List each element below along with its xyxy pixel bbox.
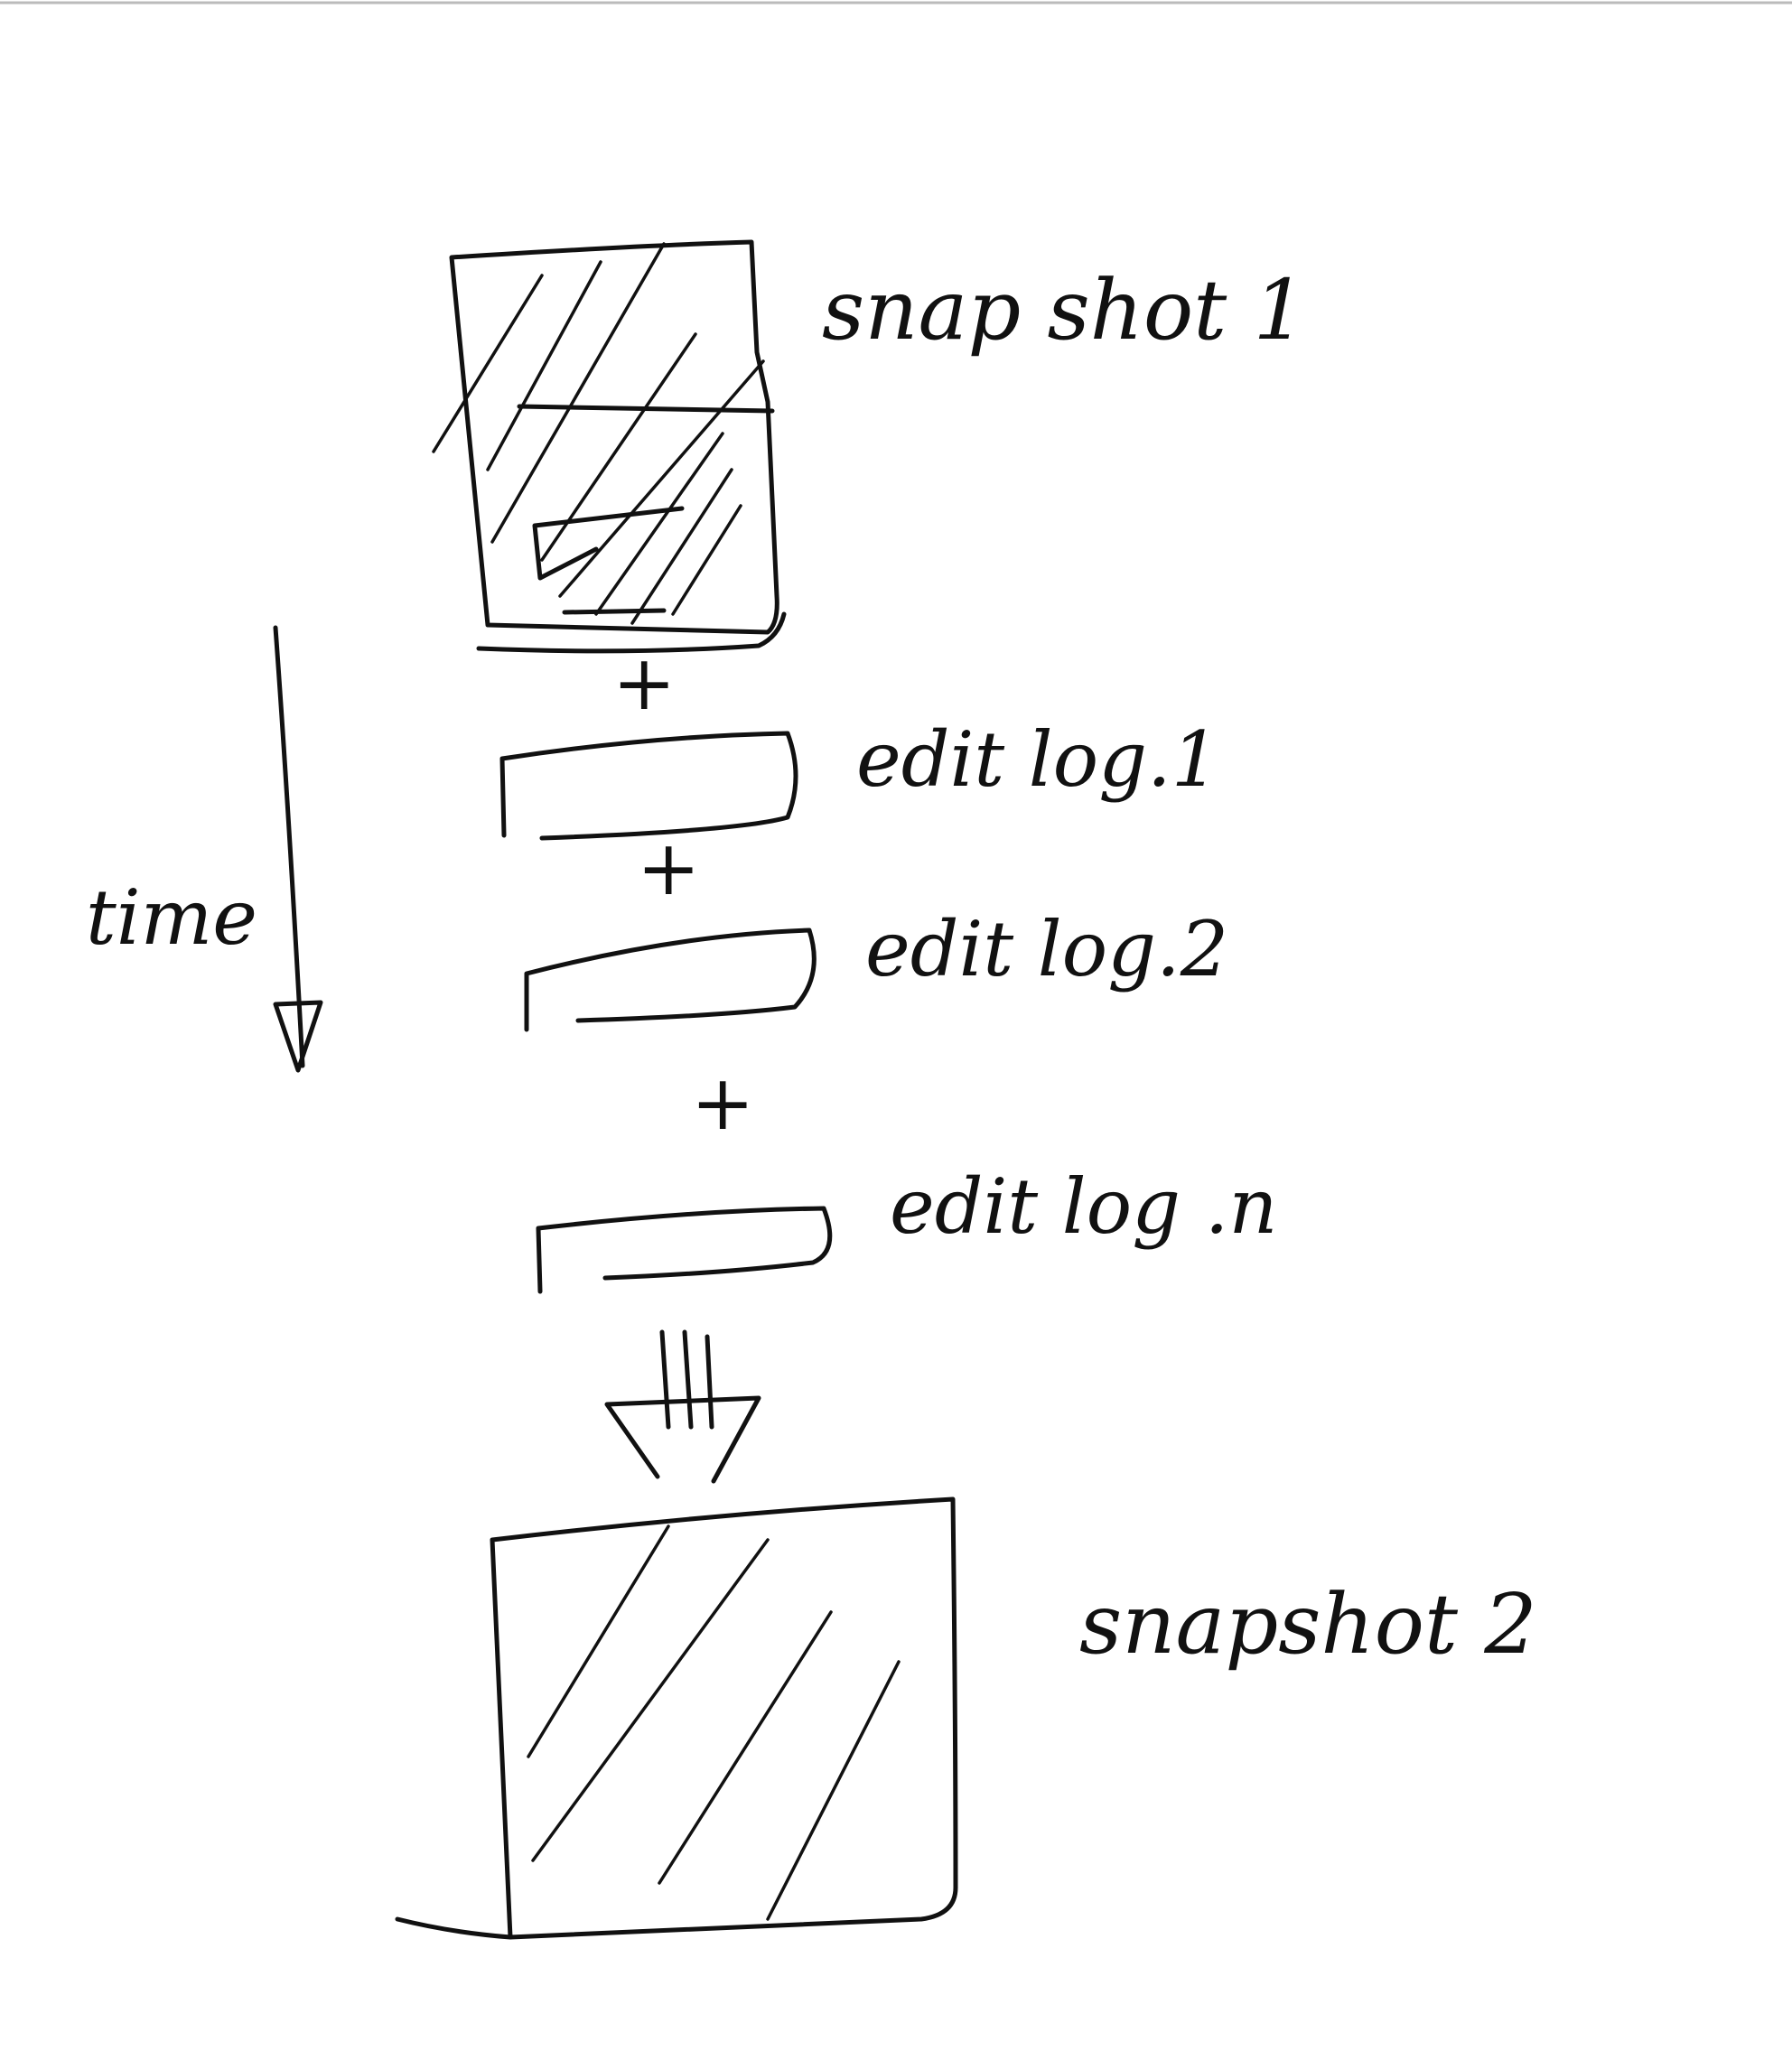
edit-log-n-label: edit log .n — [890, 1162, 1278, 1251]
merge-arrow-shaft-left — [659, 1329, 671, 1430]
edit-log-1-node: edit log.1 — [499, 715, 1219, 841]
snapshot-2-box — [490, 1496, 958, 1940]
time-axis-line — [273, 625, 305, 1068]
edit-log-n-box — [536, 1206, 833, 1294]
plus-sign-1: + — [612, 639, 676, 727]
merge-arrow — [604, 1329, 761, 1484]
snapshot-1-node: snap shot 1 — [432, 239, 1306, 654]
edit-log-1-box — [499, 731, 798, 841]
snapshot-2-node: snapshot 2 — [395, 1496, 1537, 1940]
snapshot-1-label: snap shot 1 — [822, 262, 1306, 359]
time-axis-label: time — [86, 873, 257, 962]
edit-log-1-label: edit log.1 — [856, 715, 1219, 804]
snapshot-1-bottom-stroke — [562, 608, 667, 615]
snapshot-1-hatching — [432, 242, 765, 625]
snapshot-1-inner-rect — [532, 506, 685, 581]
time-axis-arrowhead — [273, 1000, 323, 1073]
edit-log-2-node: edit log.2 — [524, 905, 1228, 1032]
edit-log-2-label: edit log.2 — [865, 905, 1228, 993]
edit-log-n-node: edit log .n — [536, 1162, 1278, 1294]
time-axis: time — [86, 625, 323, 1073]
plus-sign-3: + — [691, 1058, 754, 1147]
snapshot-2-label: snapshot 2 — [1079, 1576, 1537, 1673]
snapshot-2-base-line — [395, 1916, 513, 1940]
snapshot-1-base-line — [476, 611, 787, 654]
merge-arrow-shaft-mid — [682, 1329, 694, 1430]
snapshot-2-hatching — [527, 1524, 901, 1921]
edit-log-2-box — [524, 928, 817, 1032]
merge-arrow-head — [604, 1395, 761, 1484]
merge-arrow-shaft-right — [705, 1334, 714, 1430]
snapshot-1-box — [449, 239, 779, 635]
plus-sign-2: + — [637, 824, 700, 912]
